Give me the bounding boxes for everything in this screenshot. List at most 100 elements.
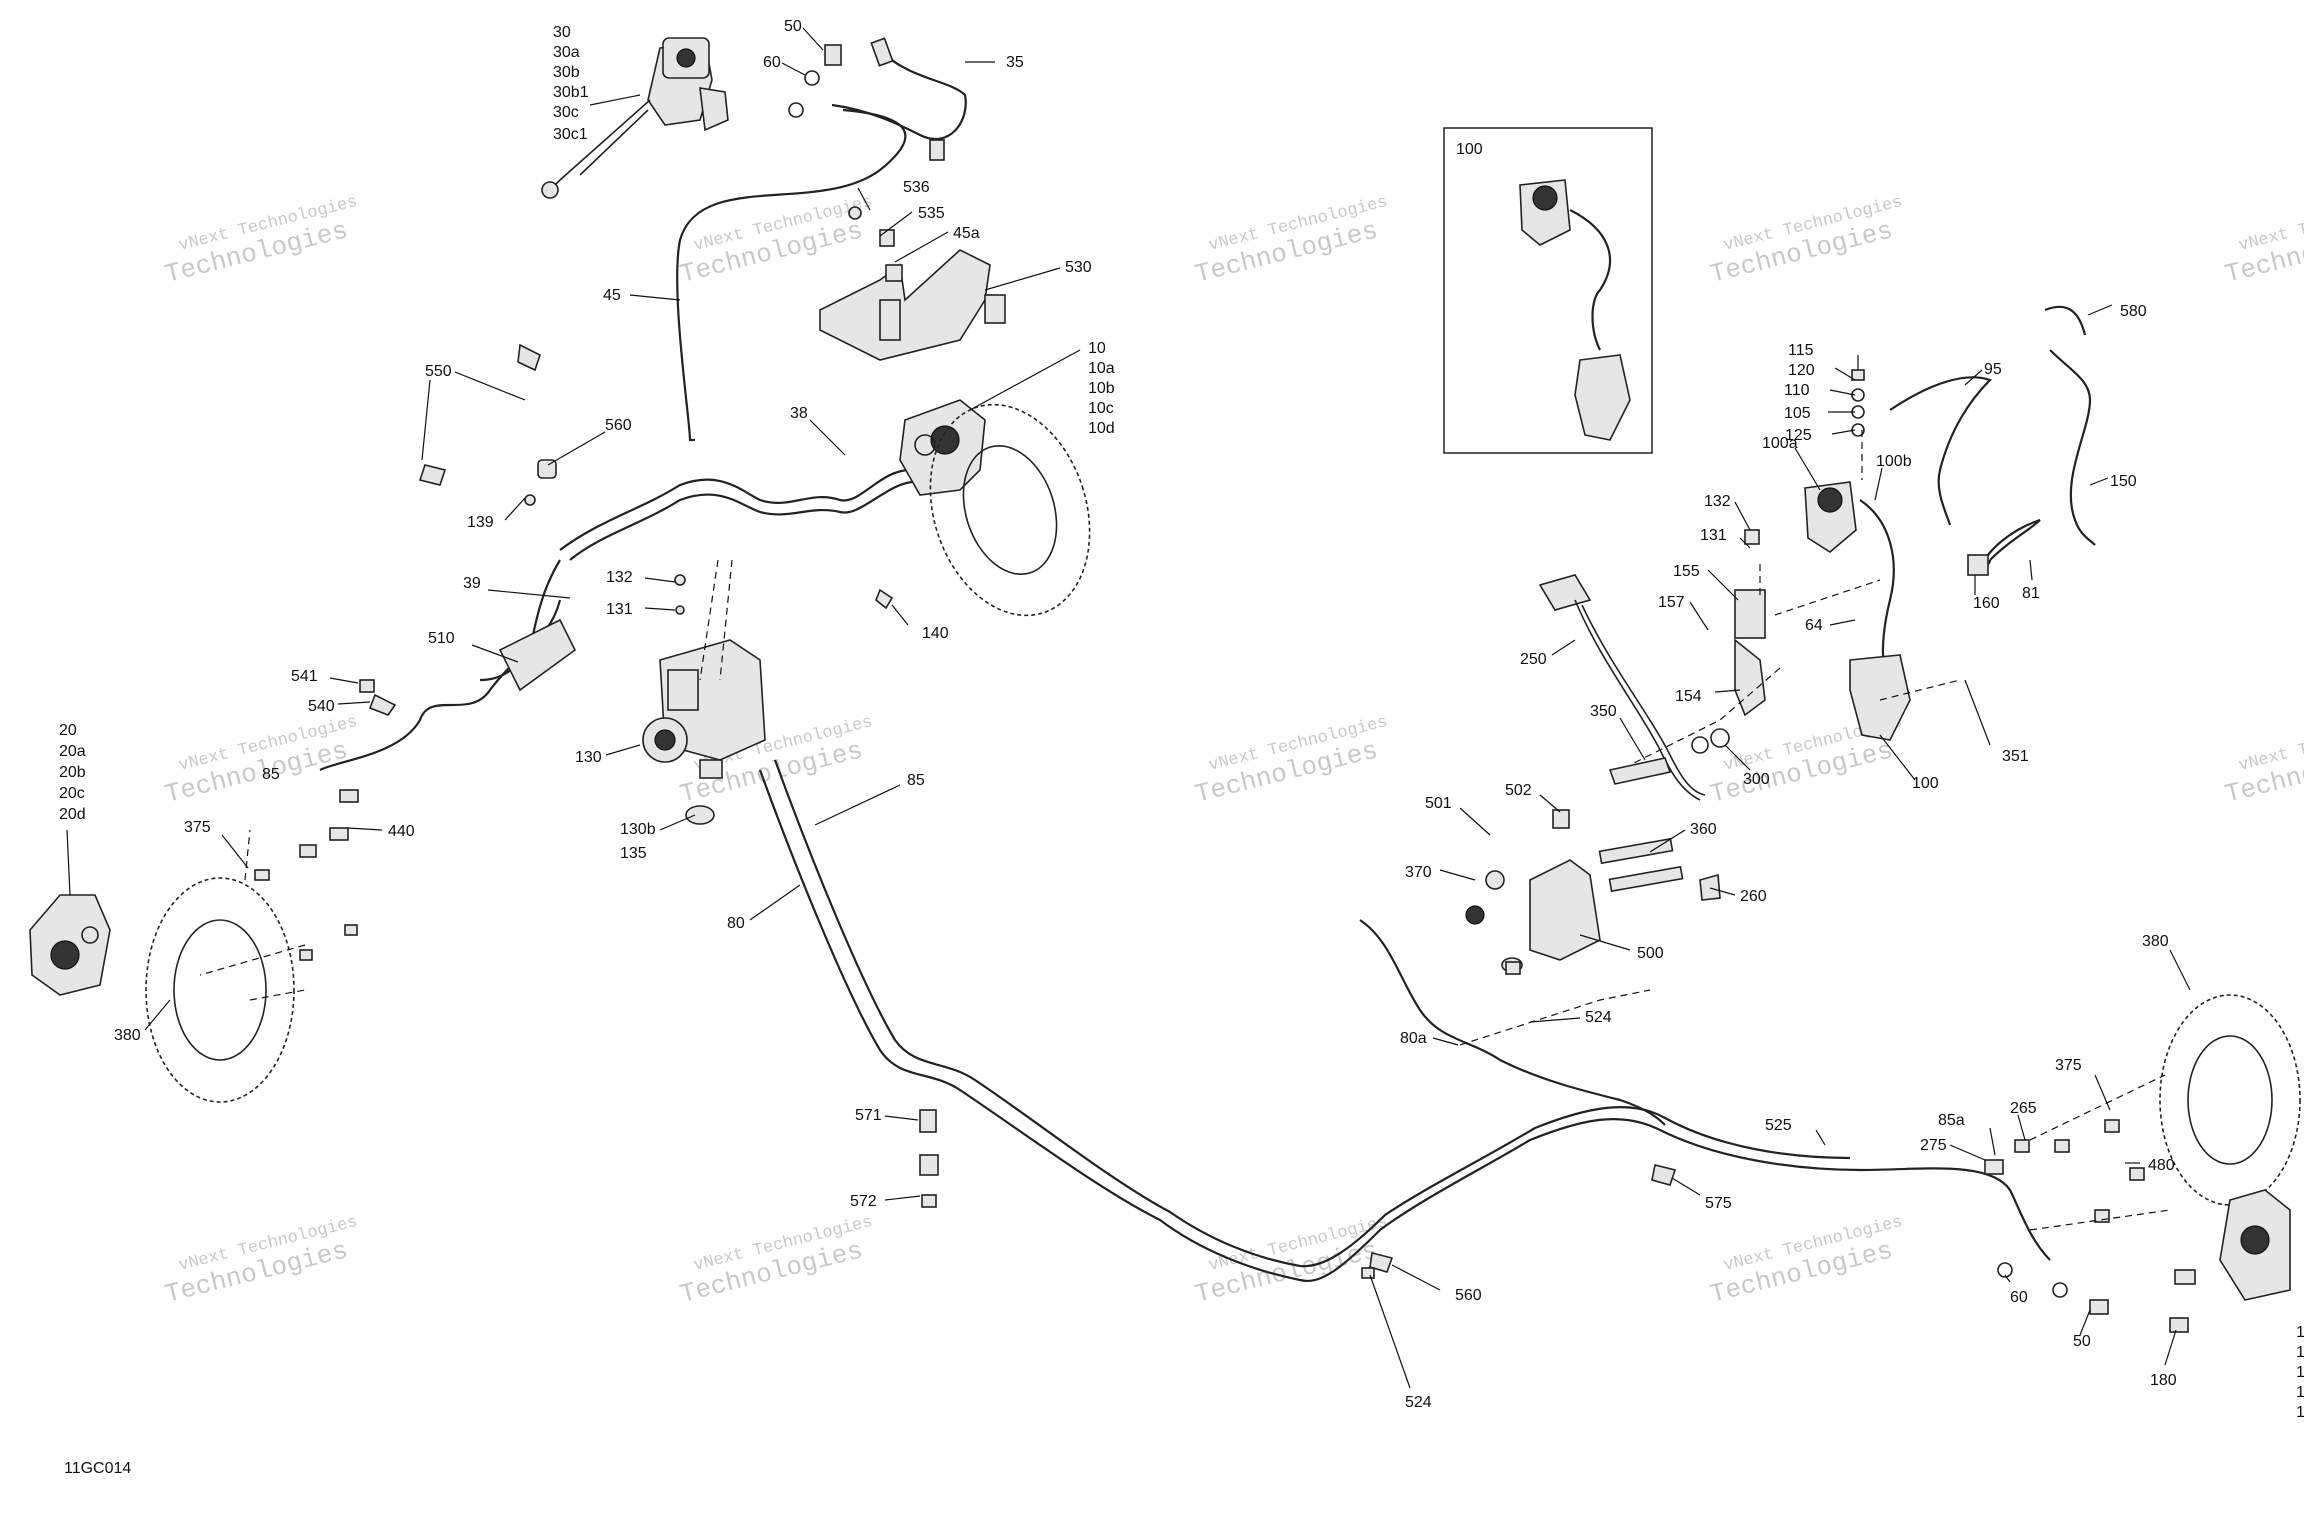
callout-label: 501 <box>1425 795 1452 812</box>
callout-label: 1 <box>2296 1324 2304 1341</box>
inset-label: 100 <box>1456 141 1483 158</box>
callout-label: 550 <box>425 363 452 380</box>
abs-bracket <box>819 206 1006 361</box>
callout-label: 132 <box>1704 493 1731 510</box>
callout-label: 85 <box>907 772 925 789</box>
watermark: vNext Technologies Technologies <box>1707 1213 1905 1310</box>
callout-label: 10c <box>1088 400 1114 417</box>
leader-lines <box>66 27 2191 1389</box>
callout-label: 30 <box>553 24 571 41</box>
front-left-caliper <box>29 894 111 996</box>
clip-571-572 <box>919 1109 939 1208</box>
callout-label: 375 <box>2055 1057 2082 1074</box>
front-left-bolts <box>254 789 359 961</box>
callout-label: 50 <box>784 18 802 35</box>
brake-pedal-250 <box>1538 574 1706 801</box>
front-right-caliper <box>899 399 986 496</box>
callout-label: 20d <box>59 806 86 823</box>
watermarks: vNext Technologies Technologies vNext Te… <box>162 193 2304 1310</box>
brake-line-45 <box>676 108 907 442</box>
front-left-rotor <box>145 877 295 1103</box>
callout-label: 125 <box>1785 427 1812 444</box>
abs-hydraulic-unit <box>642 639 766 825</box>
callout-label: 85 <box>262 766 280 783</box>
bracket-500 <box>1465 809 1721 975</box>
figure-code: 11GC014 <box>64 1460 131 1477</box>
callout-label: 10b <box>1088 380 1115 397</box>
watermark: vNext Technologies Technologies <box>162 713 360 810</box>
watermark: vNext Technologies Technologies <box>1192 713 1390 810</box>
callout-label: 105 <box>1784 405 1811 422</box>
callout-label: 85a <box>1938 1112 1965 1129</box>
callout-label: 110 <box>1784 382 1810 399</box>
brake-line-35 <box>831 49 967 141</box>
callout-label: 575 <box>1705 1195 1732 1212</box>
callout-label: 10 <box>1088 340 1106 357</box>
callout-label: 530 <box>1065 259 1092 276</box>
callout-label: 50 <box>2073 1333 2091 1350</box>
callout-label: 1 <box>2296 1344 2304 1361</box>
callout-label: 135 <box>620 845 647 862</box>
callout-label: 20a <box>59 743 86 760</box>
brake-line-85 <box>773 759 1851 1268</box>
callout-label: 572 <box>850 1193 877 1210</box>
callout-label: 30b <box>553 64 580 81</box>
callout-label: 20c <box>59 785 85 802</box>
callout-label: 64 <box>1805 617 1823 634</box>
callout-label: 45a <box>953 225 980 242</box>
callout-label: 524 <box>1405 1394 1432 1411</box>
callout-label: 95 <box>1984 361 2002 378</box>
callout-label: 131 <box>1700 527 1727 544</box>
callout-label: 510 <box>428 630 455 647</box>
callout-label: 160 <box>1973 595 2000 612</box>
callout-label: 580 <box>2120 303 2147 320</box>
brake-line-80a <box>1359 919 1666 1126</box>
rear-right-rotor <box>2159 994 2301 1206</box>
brake-line-81 <box>1982 518 2041 566</box>
inset-box: 100 <box>1443 127 1653 454</box>
callout-label: 140 <box>922 625 949 642</box>
watermark: vNext Technologies Technologies <box>1707 193 1905 290</box>
callout-label: 30b1 <box>553 84 589 101</box>
callout-label: 100 <box>1912 775 1939 792</box>
rear-small-parts <box>1984 1119 2145 1315</box>
callout-label: 30c <box>553 104 579 121</box>
assembly-lines <box>199 430 2171 1231</box>
watermark: vNext Technologies Technologies <box>1192 1213 1390 1310</box>
callout-label: 535 <box>918 205 945 222</box>
callout-label: 20b <box>59 764 86 781</box>
callout-label: 150 <box>2110 473 2137 490</box>
callout-label: 10d <box>1088 420 1115 437</box>
callout-label: 350 <box>1590 703 1617 720</box>
callout-label: 30c1 <box>553 126 588 143</box>
callout-labels: 30 30a 30b 30b1 30c 30c1 50 60 35 536 53… <box>59 18 2304 1421</box>
callout-label: 525 <box>1765 1117 1792 1134</box>
watermark: vNext Technologies Technologies <box>677 1213 875 1310</box>
front-clips <box>359 343 894 716</box>
callout-label: 180 <box>2150 1372 2177 1389</box>
callout-label: 80 <box>727 915 745 932</box>
callout-label: 60 <box>2010 1289 2028 1306</box>
callout-label: 39 <box>463 575 481 592</box>
callout-label: 100b <box>1876 453 1912 470</box>
callout-label: 380 <box>114 1027 141 1044</box>
brake-line-39 <box>559 468 911 551</box>
rear-master-cylinder <box>1804 481 1989 741</box>
callout-label: 541 <box>291 668 318 685</box>
callout-label: 10a <box>1088 360 1115 377</box>
callout-label: 300 <box>1743 771 1770 788</box>
callout-label: 38 <box>790 405 808 422</box>
callout-label: 351 <box>2002 748 2029 765</box>
callout-label: 154 <box>1675 688 1702 705</box>
callout-label: 370 <box>1405 864 1432 881</box>
watermark: vNext Technologies Technologies <box>2222 193 2304 290</box>
pedal-bolt-350 <box>1608 728 1730 785</box>
callout-label: 524 <box>1585 1009 1612 1026</box>
rear-hose-580 <box>2044 305 2087 336</box>
callout-label: 30a <box>553 44 580 61</box>
callout-label: 130b <box>620 821 656 838</box>
callout-label: 1 <box>2296 1384 2304 1401</box>
watermark: vNext Technologies Technologies <box>1192 193 1390 290</box>
callout-label: 155 <box>1673 563 1700 580</box>
callout-label: 380 <box>2142 933 2169 950</box>
